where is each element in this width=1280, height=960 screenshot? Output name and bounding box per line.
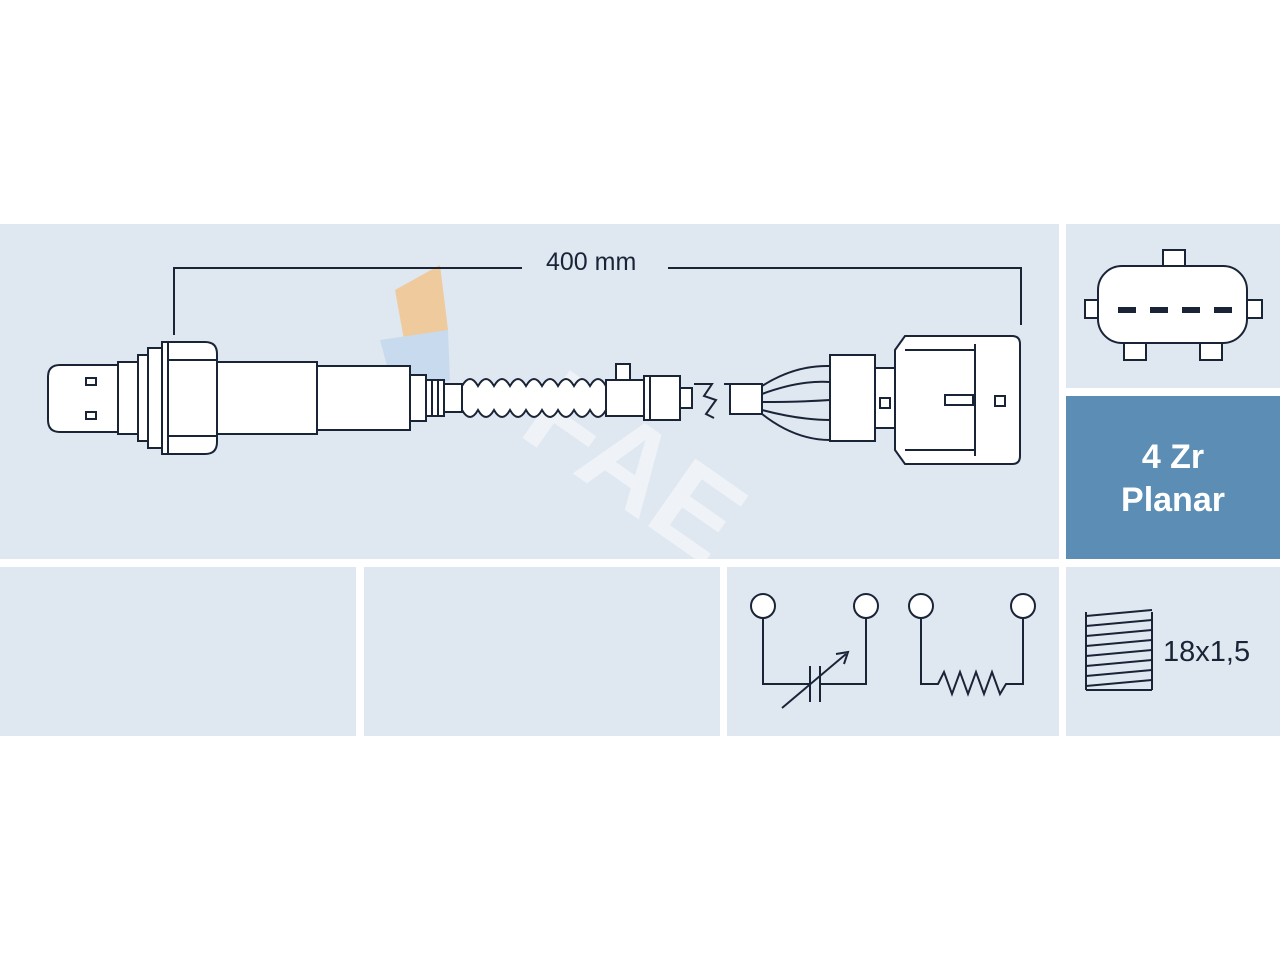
- thread-panel: [1066, 567, 1280, 736]
- brand-watermark: FAE: [380, 265, 769, 589]
- heater-resistor-symbol: [908, 593, 1036, 697]
- connector-plug-icon: [1084, 249, 1263, 361]
- thread-size-label: 18x1,5: [1163, 636, 1251, 668]
- sensor-drawing: [47, 335, 1021, 465]
- empty-panel-1: [0, 567, 356, 736]
- sensor-type-line2: Planar: [1121, 481, 1225, 519]
- dimension-line: [173, 267, 1022, 335]
- length-dimension-label: 400 mm: [540, 248, 643, 277]
- sensor-type-panel: 4 Zr Planar: [1066, 396, 1280, 559]
- thread-icon: [1085, 609, 1153, 691]
- variable-resistor-symbol: [750, 593, 879, 709]
- empty-panel-2: [364, 567, 720, 736]
- sensor-type-line1: 4 Zr: [1141, 438, 1205, 476]
